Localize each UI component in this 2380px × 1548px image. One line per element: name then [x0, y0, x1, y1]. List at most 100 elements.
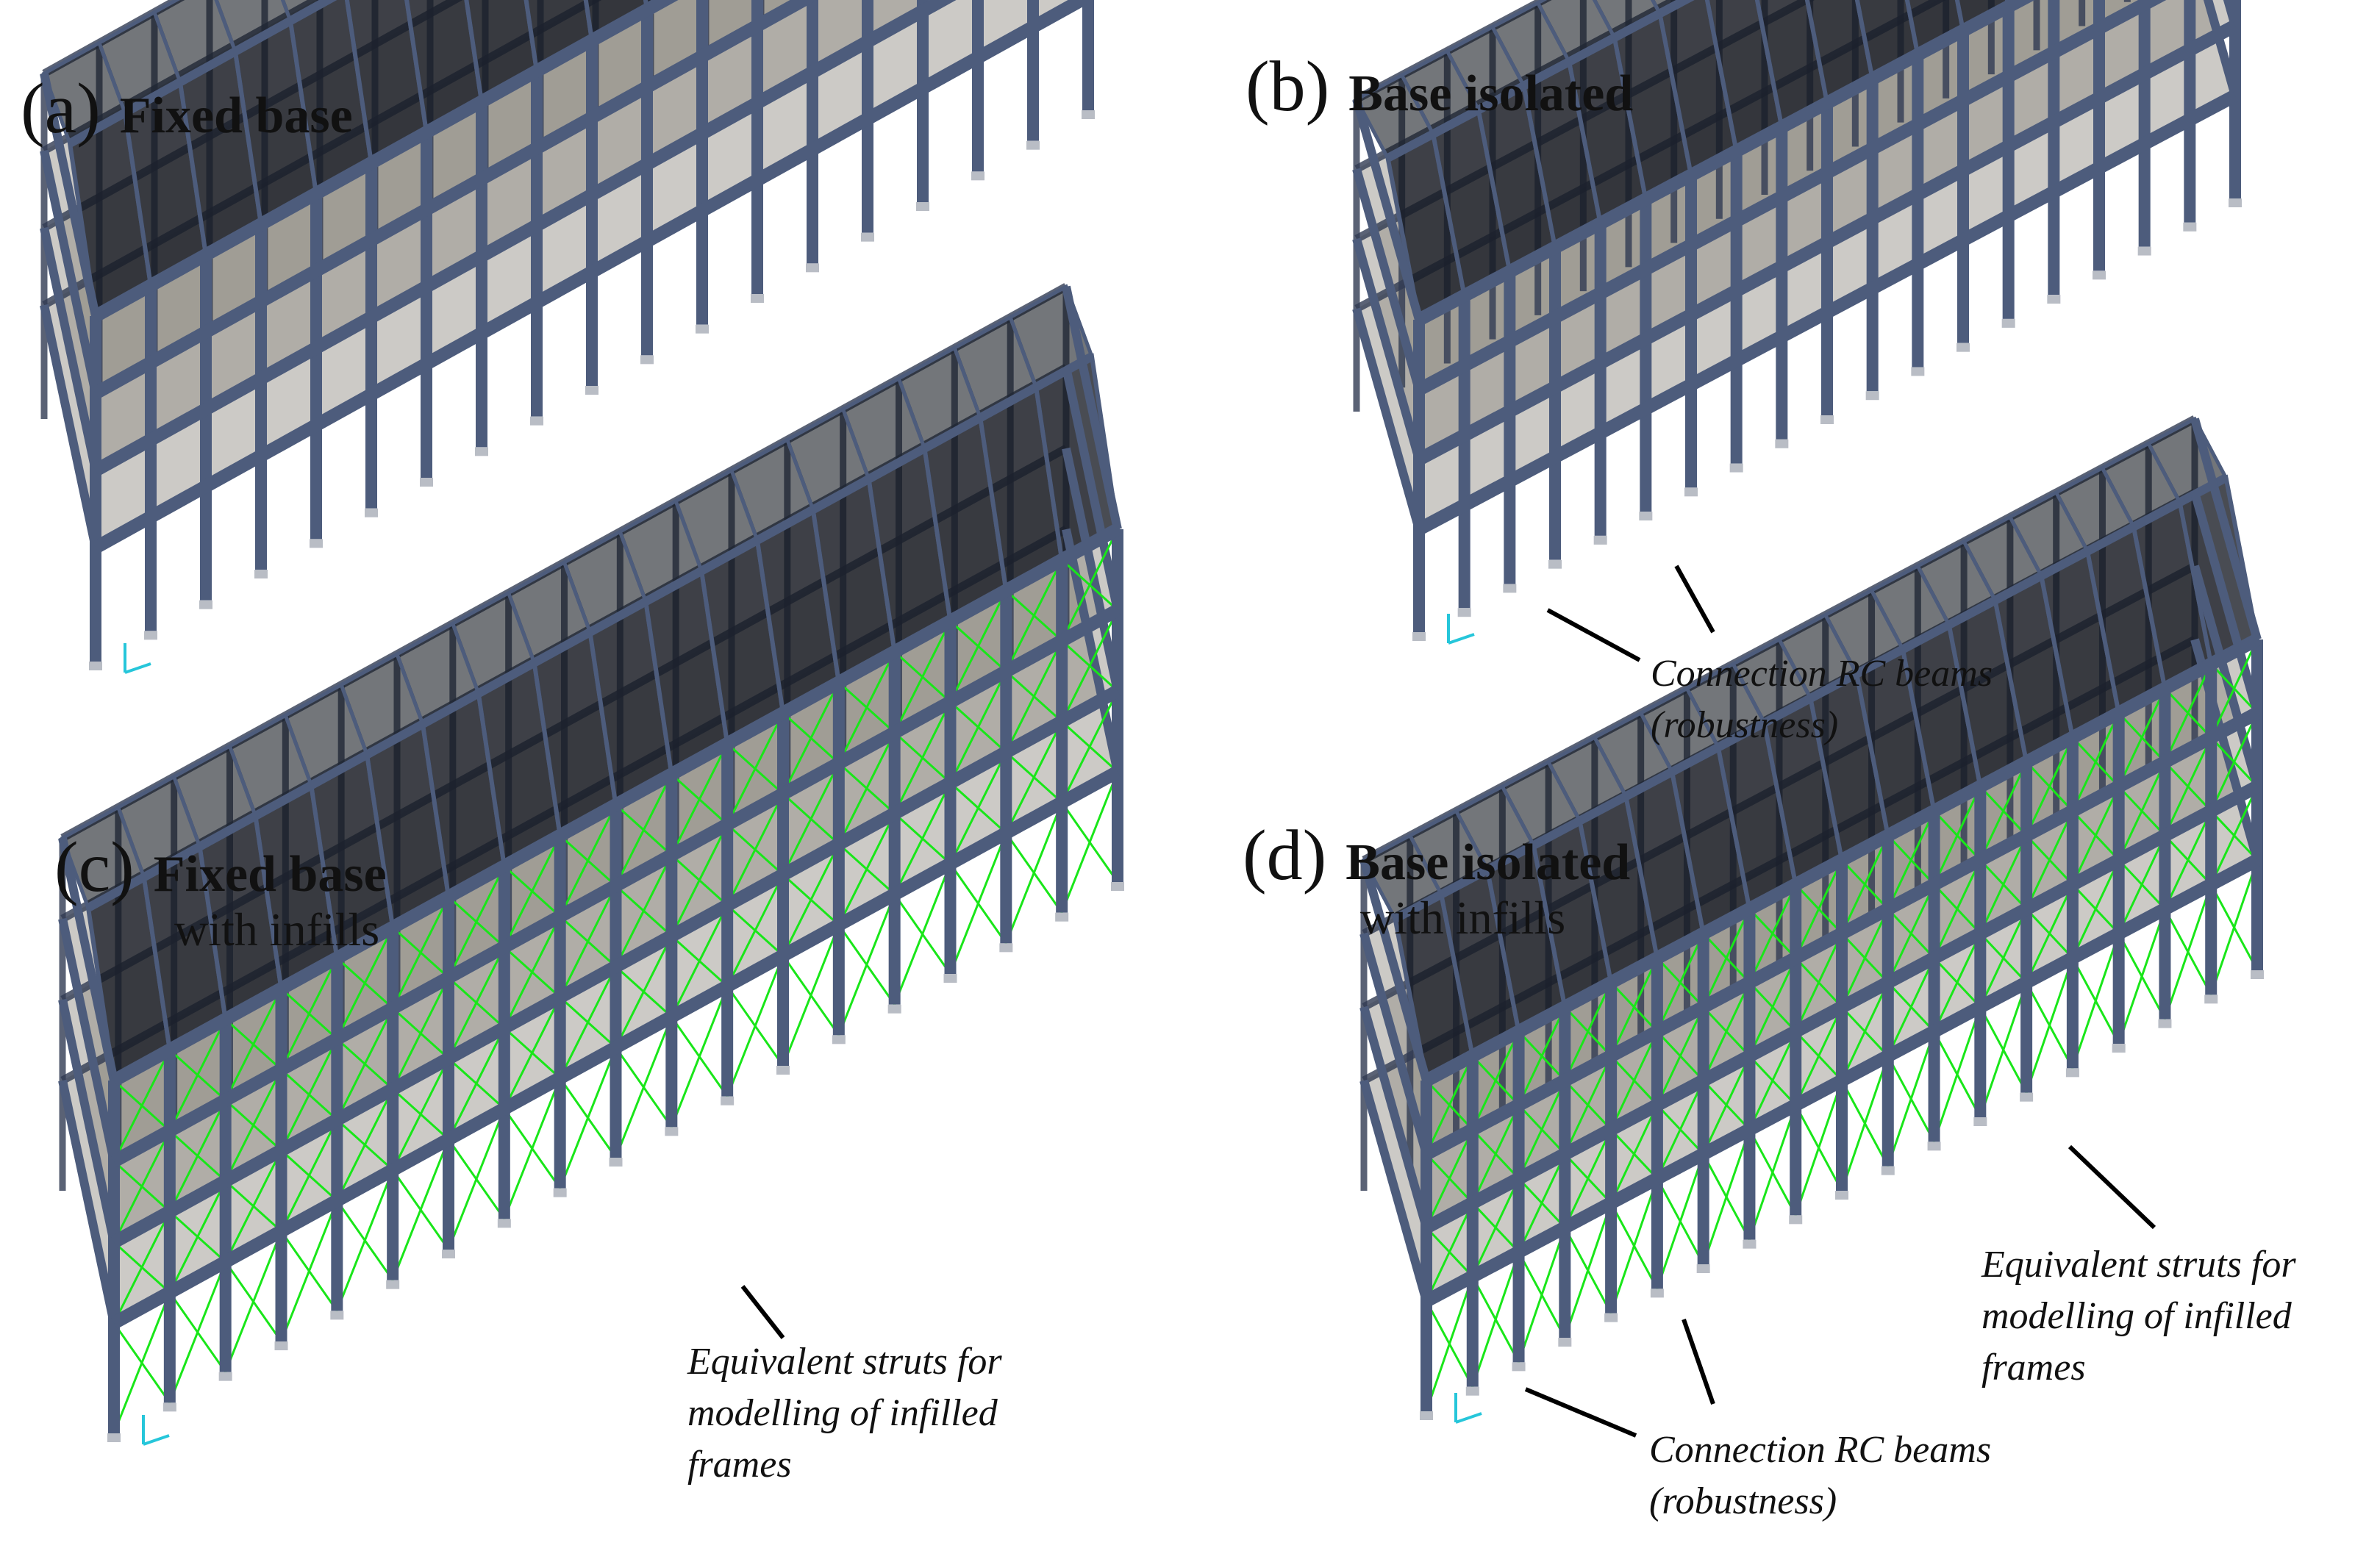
fixed-support — [1956, 343, 1970, 352]
fixed-support — [107, 1433, 121, 1442]
fixed-support — [943, 974, 957, 983]
infill-strut — [726, 742, 785, 795]
fixed-support — [218, 1372, 232, 1381]
panel-c-letter: (c) — [54, 828, 135, 907]
end-frame-beam — [58, 998, 118, 1244]
infill-strut — [224, 1018, 282, 1071]
end-frame-beam — [1352, 168, 1423, 391]
fixed-support — [1696, 1264, 1710, 1273]
infill-strut — [280, 1230, 338, 1312]
infill-strut — [1518, 1251, 1566, 1339]
fixed-support — [530, 416, 543, 426]
infill-strut — [949, 781, 1007, 834]
fixed-support — [2093, 270, 2106, 280]
fixed-support — [971, 171, 984, 181]
end-frame-beam — [2203, 0, 2240, 97]
panel-b-letter: (b) — [1246, 47, 1330, 126]
infill-strut — [447, 895, 505, 948]
fixed-support — [776, 1066, 790, 1075]
fixed-support — [585, 386, 598, 395]
fixed-support — [254, 570, 268, 578]
fixed-support — [330, 1311, 344, 1320]
infill-strut — [336, 957, 394, 1009]
infill-strut — [2164, 834, 2212, 886]
infill-strut — [1840, 1080, 1890, 1167]
infill-strut — [224, 1261, 282, 1342]
annotation-d-line-3: frames — [1981, 1347, 2086, 1388]
fixed-support — [1111, 882, 1124, 891]
fixed-support — [999, 943, 1013, 953]
infill-strut — [1887, 834, 1935, 886]
infill-strut — [726, 904, 785, 957]
axis-icon — [1455, 1412, 1482, 1424]
infill-strut — [2071, 737, 2120, 788]
infill-strut — [1061, 639, 1119, 692]
front-beam — [92, 0, 679, 322]
infill-strut — [559, 1077, 617, 1158]
infill-strut — [782, 955, 840, 1036]
fixed-support — [89, 662, 102, 670]
end-frame-beam — [1062, 528, 1122, 773]
infill-strut — [1933, 810, 1981, 861]
infill-strut — [2118, 859, 2166, 910]
fixed-support — [1412, 632, 1426, 641]
infill-strut — [1979, 932, 2028, 983]
building-model-c — [58, 283, 1124, 1446]
infill-strut — [2210, 810, 2259, 861]
infill-strut — [1840, 932, 1889, 983]
panel-d-label: (d)Base isolated — [1243, 814, 1630, 897]
panel-d-subtitle: with infills — [1360, 892, 1566, 944]
end-frame-beam — [1359, 932, 1431, 1155]
end-frame-beam — [1352, 307, 1423, 531]
floor-slab — [1357, 0, 2235, 459]
infill-strut — [1702, 1079, 1751, 1130]
infill-strut — [1005, 670, 1063, 723]
panel-c-title: Fixed base — [153, 846, 387, 903]
annotation-leader-line — [1682, 1319, 1715, 1405]
fixed-support — [442, 1250, 455, 1258]
annotation-d-beams-line-2: (robustness) — [1649, 1480, 1837, 1522]
fixed-support — [1789, 1215, 1803, 1225]
front-beam — [1423, 634, 2261, 1086]
end-frame-beam — [1352, 237, 1423, 461]
infill-strut — [2025, 981, 2074, 1069]
front-beam — [92, 0, 1092, 553]
annotation-c-line-1: Equivalent struts for — [687, 1341, 1002, 1383]
annotation-d-line-1: Equivalent struts for — [1981, 1244, 2296, 1286]
infill-strut — [1425, 1153, 1473, 1204]
infill-strut — [112, 1079, 171, 1132]
infill-strut — [1748, 1128, 1797, 1216]
infill-strut — [1471, 1275, 1520, 1364]
fixed-support — [2229, 198, 2242, 207]
infill-strut — [1005, 832, 1063, 914]
infill-strut — [1425, 1079, 1473, 1130]
infill-strut — [1887, 981, 1935, 1033]
infill-strut — [1795, 957, 1843, 1008]
front-beam — [110, 685, 1121, 1248]
front-beam — [1423, 707, 2261, 1160]
infill-strut — [1702, 932, 1751, 983]
infill-strut — [2118, 933, 2166, 1020]
end-frame-beam — [1062, 447, 1122, 692]
front-beam — [1423, 781, 2261, 1233]
infill-strut — [1518, 1031, 1566, 1082]
panel-d-title: Base isolated — [1346, 834, 1631, 891]
fixed-support — [1927, 1142, 1941, 1151]
infill-strut — [168, 1291, 226, 1373]
fixed-support — [310, 539, 323, 548]
end-frame-beam — [2190, 418, 2262, 641]
infill-strut — [224, 1180, 282, 1233]
fixed-support — [553, 1188, 567, 1197]
infill-strut — [392, 1088, 450, 1141]
front-beam — [1415, 0, 2035, 326]
fixed-support — [2204, 995, 2218, 1004]
front-beam — [1423, 854, 2261, 1307]
fixed-support — [420, 478, 433, 487]
fixed-support — [1820, 415, 1834, 424]
fixed-support — [2001, 318, 2015, 328]
fixed-support — [1026, 140, 1040, 150]
annotation-c-line-2: modelling of infilled — [687, 1392, 998, 1434]
infill-strut — [2071, 957, 2120, 1044]
